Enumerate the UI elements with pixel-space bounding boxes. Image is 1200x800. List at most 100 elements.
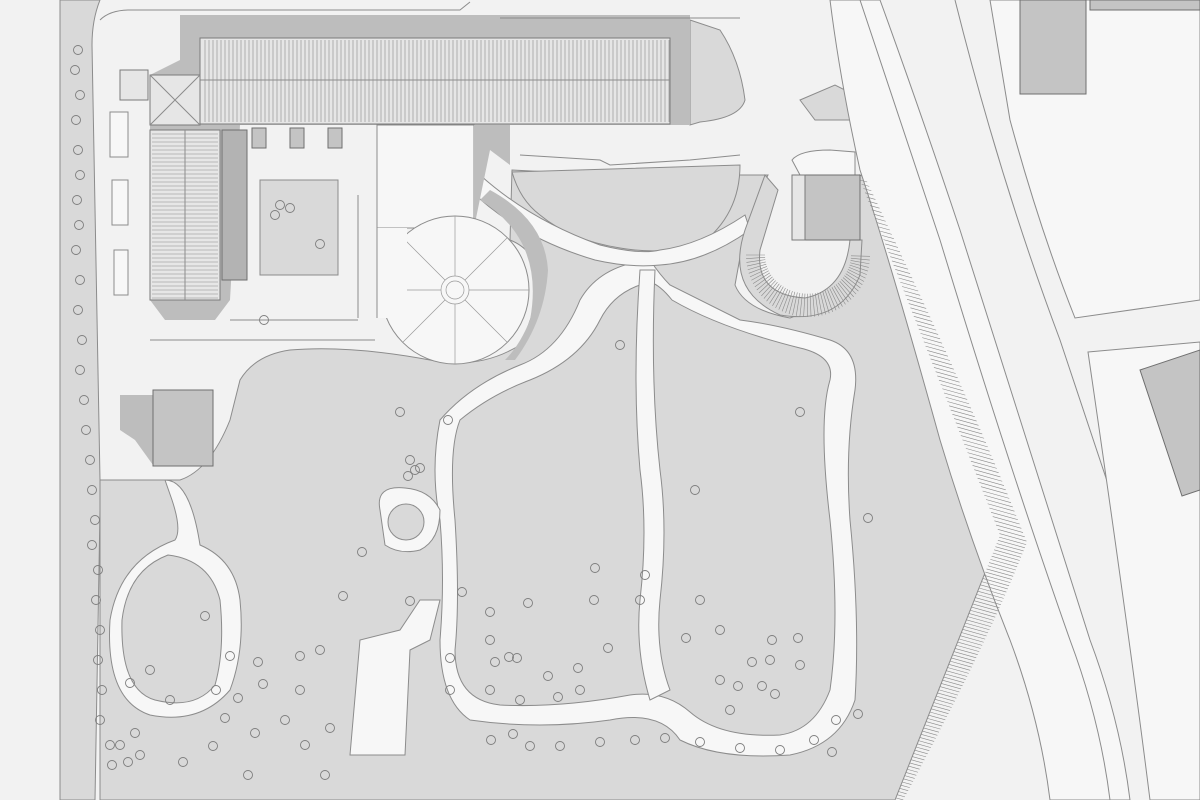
embankment-line [902,781,912,785]
embankment-line [992,516,1020,525]
tree-icon [95,625,105,635]
tree-icon [725,705,735,715]
embankment-line [891,260,907,266]
embankment-line [931,708,949,714]
embankment-line [997,529,1025,538]
embankment-line [967,452,994,461]
tree-icon [635,595,645,605]
horseshoe-hatch-line [829,288,840,309]
horseshoe-hatch-line [817,292,823,316]
north-notch-wall [519,154,741,166]
tree-icon [250,728,260,738]
ne-building [804,174,861,241]
embankment-line [973,600,1000,609]
embankment-line [932,362,954,370]
embankment-line [930,358,952,366]
tree-icon [490,657,500,667]
embankment-line [927,718,944,724]
embankment-line [935,371,958,379]
courtyard-lawn [259,179,339,276]
tree-icon [515,695,525,705]
northeast-lawn [689,19,746,126]
embankment-line [980,584,1007,593]
embankment-line [911,311,931,318]
embankment-line [923,727,940,733]
horseshoe-hatch-line [795,292,801,316]
embankment-line [917,324,937,331]
tree-icon [87,485,97,495]
embankment-line [910,759,923,764]
horseshoe-hatch-line [799,293,803,317]
tree-icon [75,275,85,285]
tree-icon [320,770,330,780]
horseshoe-hatch-line [809,293,812,317]
horseshoe-hatch-line [792,292,798,316]
embankment-line [913,316,933,322]
tree-icon [715,625,725,635]
embankment-line [985,571,1012,580]
embankment-line [917,743,932,748]
tree-icon [795,407,805,417]
embankment-line [861,183,870,187]
embankment-line [876,222,888,226]
west-wing-strip [221,129,248,281]
tree-icon [615,340,625,350]
tree-icon [403,471,413,481]
embankment-line [897,794,906,798]
tree-icon [443,415,453,425]
tree-icon [445,685,455,695]
tree-icon [93,655,103,665]
embankment-line [990,559,1018,568]
embankment-line [875,218,886,222]
tree-icon [660,733,670,743]
embankment-line [888,252,903,257]
embankment-line [901,286,919,292]
tree-icon [690,485,700,495]
tree-icon [357,547,367,557]
tree-icon [486,735,496,745]
embankment-line [953,418,979,426]
tree-icon [695,737,705,747]
horseshoe-hatch-line [833,285,846,305]
tree-icon [640,570,650,580]
embankment-line [925,721,943,727]
embankment-line [881,235,894,240]
embankment-line [950,409,975,418]
embankment-line [907,768,919,773]
embankment-line [963,625,989,634]
north-roof-hatch [204,40,670,122]
horseshoe-hatch-line [781,290,791,312]
horseshoe-hatch-line [746,257,766,260]
tree-icon [225,651,235,661]
tree-icon [73,305,83,315]
tree-icon [410,465,420,475]
embankment-line [920,733,936,739]
embankment-line [903,778,914,782]
embankment-line [913,753,927,758]
tree-icon [735,743,745,753]
tree-icon [575,685,585,695]
embankment-line [924,724,941,730]
rotunda-spoke [402,237,446,281]
embankment-line [910,307,929,314]
horseshoe-hatch-line [803,293,806,317]
tree-icon [827,747,837,757]
embankment-line [942,679,963,687]
tree-icon [770,689,780,699]
tree-icon [315,645,325,655]
round-plaza-lawn [387,503,425,541]
horseshoe-hatch-line [769,285,782,304]
horseshoe-hatch-line [844,275,861,289]
embankment-line [994,520,1022,529]
horseshoe-hatch-line [835,284,849,303]
tree-icon [457,587,467,597]
horseshoe-hatch-line [775,287,786,308]
east-embankment [859,179,1027,800]
embankment-line [994,549,1022,558]
embankment-line [936,695,955,702]
embankment-line [885,243,899,248]
horseshoe-hatch-line [746,261,766,267]
north-roof-main [199,37,671,125]
corner-tower-hip [149,74,201,126]
annex-box-3 [113,249,129,296]
